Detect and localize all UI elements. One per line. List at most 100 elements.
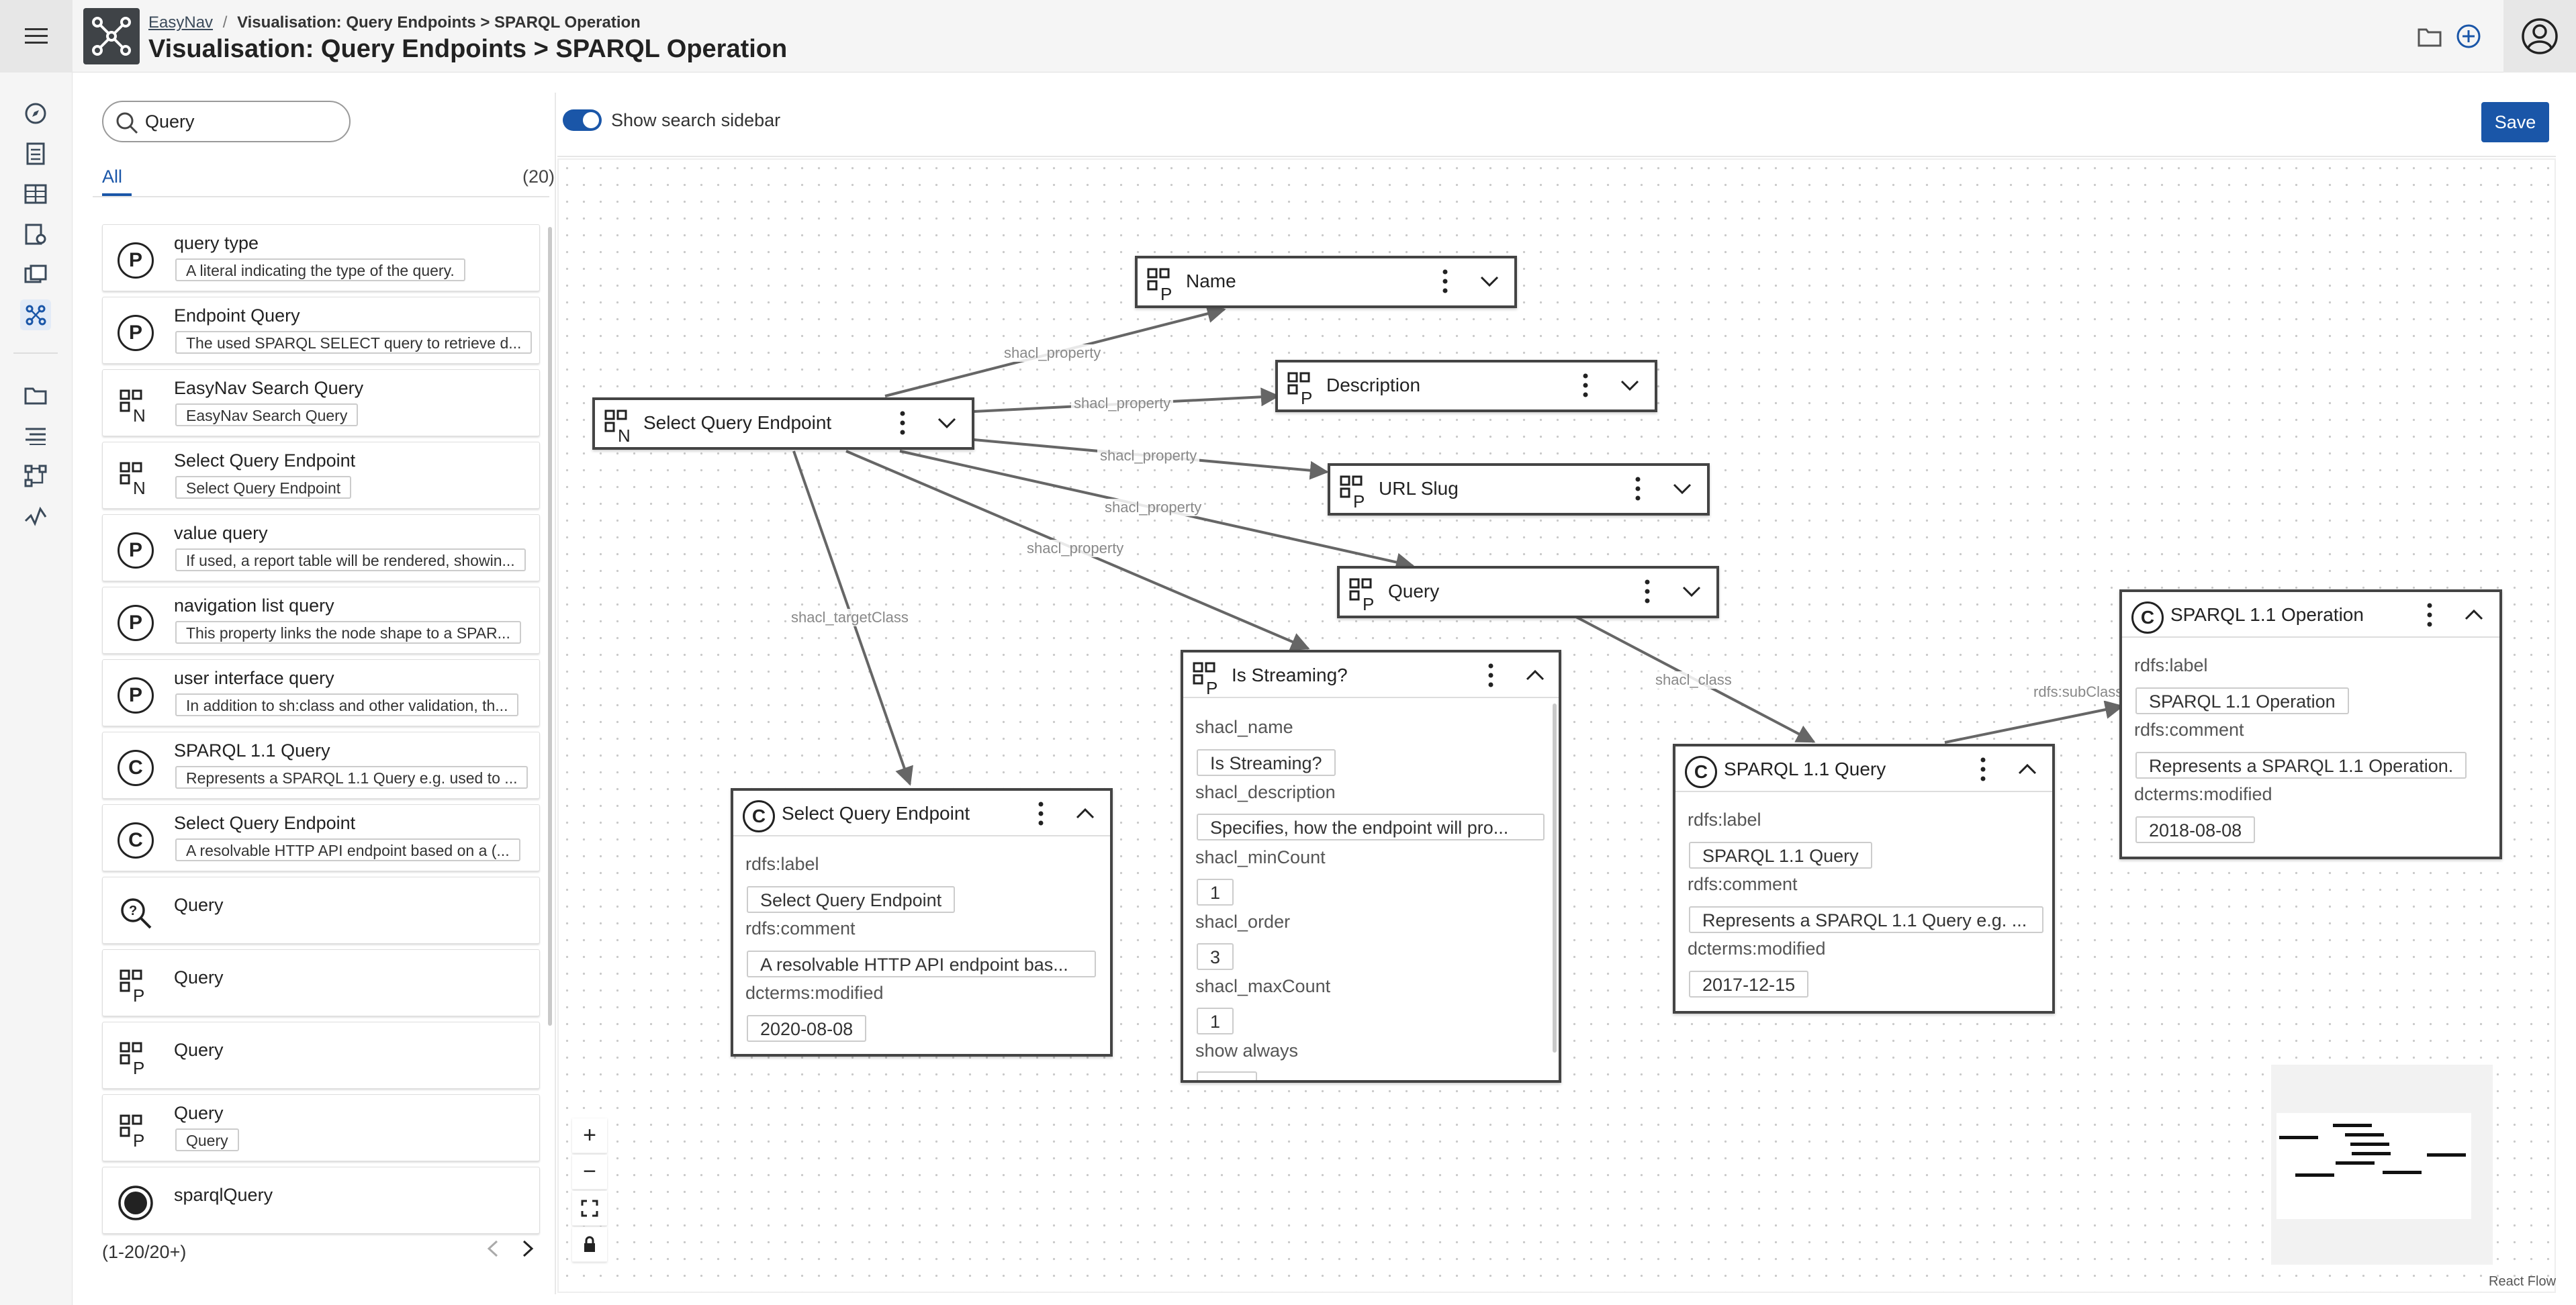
more-vert-icon[interactable]: [1437, 265, 1453, 297]
edge-label: rdfs:subClass: [2031, 683, 2126, 701]
menu-icon[interactable]: [0, 0, 73, 72]
folder-icon[interactable]: [20, 380, 51, 411]
minimap-node: [2350, 1143, 2389, 1146]
list-item-description: Query: [175, 1128, 239, 1151]
more-vert-icon[interactable]: [1483, 659, 1499, 691]
list-item[interactable]: Query: [102, 1022, 540, 1089]
node-shape-icon: [115, 385, 156, 426]
edge-label: shacl_property: [1097, 447, 1200, 465]
chevron-up-icon[interactable]: [2460, 601, 2487, 628]
list-item[interactable]: Query: [102, 949, 540, 1016]
sidebar-toggle[interactable]: [563, 109, 602, 131]
list-item-title: SPARQL 1.1 Query: [174, 740, 330, 761]
react-flow-attribution[interactable]: React Flow: [2489, 1274, 2557, 1289]
chevron-down-icon[interactable]: [933, 409, 960, 436]
chevron-left-icon[interactable]: [478, 1234, 508, 1263]
list-item[interactable]: sparqlQuery: [102, 1167, 540, 1234]
more-vert-icon[interactable]: [1639, 575, 1655, 608]
node-description[interactable]: Description: [1275, 360, 1657, 412]
more-vert-icon[interactable]: [1033, 798, 1049, 830]
zoom-out-button[interactable]: −: [572, 1155, 607, 1190]
minimap-node: [2352, 1152, 2391, 1155]
property-icon: P: [115, 530, 156, 571]
zoom-in-button[interactable]: +: [572, 1118, 607, 1153]
chevron-down-icon[interactable]: [1678, 578, 1705, 605]
node-query[interactable]: Query: [1337, 566, 1719, 618]
app-logo-icon[interactable]: [83, 8, 140, 64]
chevron-down-icon[interactable]: [1669, 475, 1696, 502]
tab-all[interactable]: All: [102, 166, 123, 187]
list-scrollbar[interactable]: [548, 227, 552, 1026]
dataset-icon[interactable]: [20, 219, 51, 250]
property-shape-icon: [1348, 577, 1383, 612]
compass-icon[interactable]: [20, 98, 51, 129]
more-vert-icon[interactable]: [1975, 753, 1991, 785]
chevron-right-icon[interactable]: [513, 1234, 543, 1263]
add-circle-icon[interactable]: [2455, 23, 2482, 50]
class-icon: C: [115, 820, 156, 861]
chevron-up-icon[interactable]: [2014, 756, 2041, 783]
minimap-viewport[interactable]: [2276, 1113, 2471, 1219]
app-header: EasyNav / Visualisation: Query Endpoints…: [73, 0, 2503, 72]
node-sparql-operation[interactable]: C SPARQL 1.1 Operation rdfs:label SPARQL…: [2119, 589, 2502, 859]
node-url-slug[interactable]: URL Slug: [1328, 463, 1710, 516]
class-icon: C: [2130, 600, 2165, 635]
field-key: rdfs:label: [745, 854, 819, 874]
breadcrumb-separator: /: [222, 13, 228, 32]
minimap[interactable]: [2271, 1065, 2493, 1265]
minimap-node: [2427, 1153, 2466, 1157]
graph-icon[interactable]: [20, 299, 51, 330]
field-value: Specifies, how the endpoint will pro...: [1197, 814, 1545, 840]
fit-view-icon[interactable]: [572, 1191, 607, 1226]
node-select-query-endpoint-class[interactable]: C Select Query Endpoint rdfs:label Selec…: [731, 788, 1113, 1057]
filter-list-icon[interactable]: [20, 420, 51, 451]
chevron-down-icon[interactable]: [1616, 372, 1643, 399]
node-name[interactable]: Name: [1135, 256, 1517, 308]
field-value: Represents a SPARQL 1.1 Operation.: [2135, 752, 2467, 779]
more-vert-icon[interactable]: [2422, 599, 2438, 631]
lock-icon[interactable]: [572, 1227, 607, 1262]
list-item[interactable]: ?Query: [102, 877, 540, 944]
pulse-icon[interactable]: [20, 501, 51, 532]
flow-icon[interactable]: [20, 461, 51, 491]
list-item-title: Select Query Endpoint: [174, 450, 356, 471]
save-button[interactable]: Save: [2481, 102, 2549, 142]
node-sparql-query[interactable]: C SPARQL 1.1 Query rdfs:label SPARQL 1.1…: [1673, 744, 2055, 1014]
field-value: A resolvable HTTP API endpoint bas...: [747, 951, 1096, 977]
folder-open-icon[interactable]: [2416, 23, 2443, 50]
node-is-streaming[interactable]: Is Streaming? shacl_name Is Streaming? s…: [1181, 650, 1561, 1083]
field-key: rdfs:label: [1688, 810, 1761, 830]
chevron-up-icon[interactable]: [1522, 662, 1549, 689]
more-vert-icon[interactable]: [1630, 473, 1646, 505]
minimap-node: [2279, 1136, 2318, 1139]
field-value: 1: [1197, 879, 1234, 906]
account-icon[interactable]: [2503, 0, 2576, 72]
list-icon[interactable]: [20, 138, 51, 169]
node-select-query-endpoint[interactable]: Select Query Endpoint: [592, 397, 974, 450]
chevron-down-icon[interactable]: [1476, 268, 1503, 295]
more-vert-icon[interactable]: [894, 407, 911, 439]
field-value: 2018-08-08: [2135, 816, 2256, 843]
tab-divider: [93, 196, 549, 197]
node-shape-icon: [603, 408, 638, 443]
more-vert-icon[interactable]: [1577, 369, 1594, 401]
search-input[interactable]: Query: [102, 101, 351, 142]
list-item-description: Select Query Endpoint: [175, 476, 352, 499]
table-icon[interactable]: [20, 179, 51, 209]
node-scrollbar[interactable]: [1553, 704, 1557, 1053]
list-item-title: query type: [174, 233, 259, 253]
gallery-icon[interactable]: [20, 259, 51, 290]
breadcrumb-root-link[interactable]: EasyNav: [148, 13, 214, 32]
pagination-label: (1-20/20+): [102, 1242, 187, 1262]
chevron-up-icon[interactable]: [1072, 800, 1099, 827]
